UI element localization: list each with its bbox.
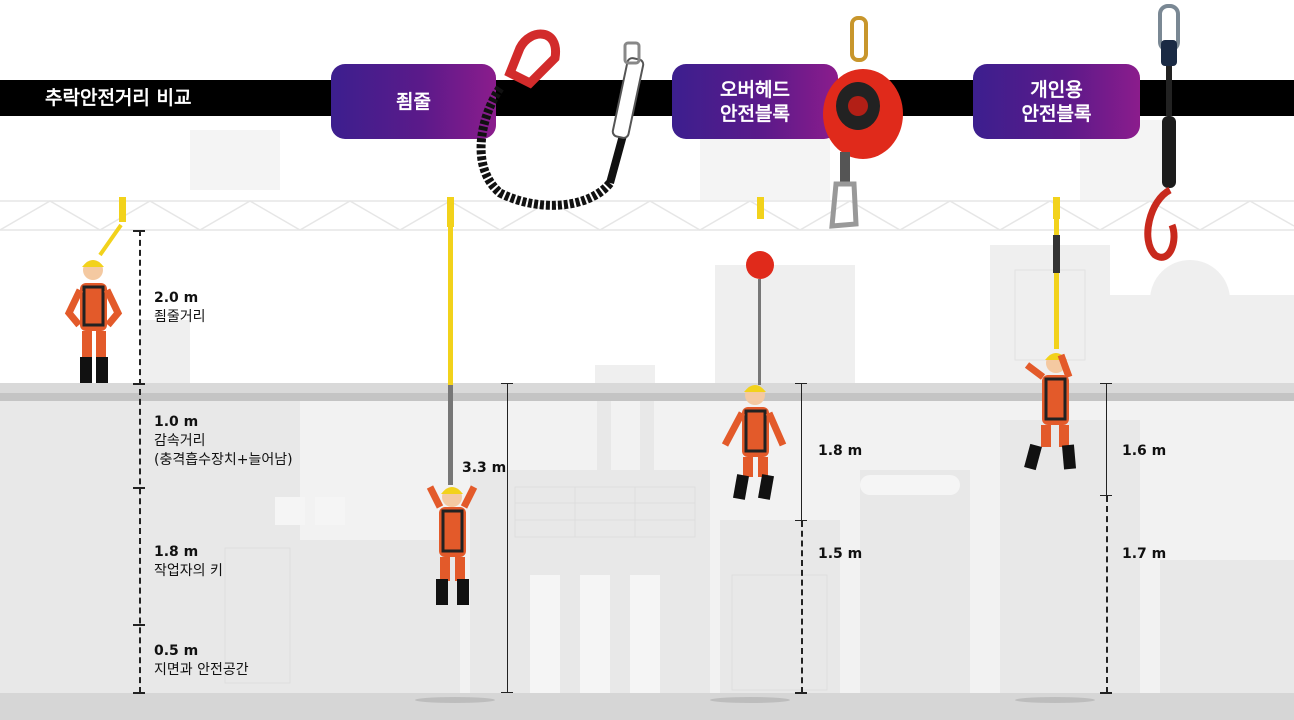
- tab-overhead-line1: 오버헤드: [720, 78, 790, 101]
- overhead-scale-tick: [795, 383, 807, 384]
- lanyard-scale-line: [507, 384, 508, 693]
- overhead-fall-scene: [721, 197, 787, 500]
- personal-clearance-value: 1.7 m: [1122, 546, 1167, 562]
- measure-value: 1.8 m: [154, 544, 199, 560]
- measure-label: 죔줄거리: [154, 309, 206, 325]
- overhead-scale-tick: [795, 692, 807, 694]
- tab-overhead-line2: 안전블록: [720, 102, 790, 125]
- tab-personal-line2: 안전블록: [1021, 102, 1092, 125]
- personal-fall-line: [1106, 384, 1107, 496]
- left-scale-line: [139, 230, 141, 693]
- measure-label-sub: (충격흡수장치+늘어남): [154, 452, 293, 468]
- measure-value: 0.5 m: [154, 643, 199, 659]
- measure-worker-height: 1.8 m 작업자의 키: [154, 543, 223, 581]
- tab-lanyard: 죔줄: [331, 64, 496, 139]
- measure-deceleration-distance: 1.0 m 감속거리 (충격흡수장치+늘어남): [154, 413, 293, 470]
- personal-scale-tick: [1100, 692, 1112, 694]
- tab-lanyard-line1: 죔줄: [396, 90, 431, 113]
- overhead-scale-tick: [795, 520, 807, 521]
- personal-fall-value: 1.6 m: [1122, 443, 1167, 459]
- personal-scale-tick: [1100, 383, 1112, 384]
- page-title: 추락안전거리 비교: [45, 87, 192, 109]
- measure-label: 지면과 안전공간: [154, 662, 249, 678]
- overhead-clearance-value: 1.5 m: [818, 546, 863, 562]
- lanyard-scale-tick: [501, 383, 513, 384]
- overhead-fall-line: [801, 384, 802, 521]
- personal-clearance-line: [1106, 496, 1108, 693]
- measure-label: 작업자의 키: [154, 563, 223, 579]
- lanyard-product-image: [476, 29, 645, 210]
- left-scale-tick: [133, 230, 145, 232]
- measure-label: 감속거리: [154, 433, 206, 449]
- measure-value: 1.0 m: [154, 414, 199, 430]
- personal-block-product-image: [1144, 4, 1180, 261]
- personal-scale-tick: [1100, 495, 1112, 496]
- tab-personal-line1: 개인용: [1030, 78, 1083, 101]
- overhead-clearance-line: [801, 521, 803, 693]
- lanyard-total-value: 3.3 m: [462, 460, 507, 476]
- overhead-block-product-image: [823, 16, 903, 229]
- measure-lanyard-distance: 2.0 m 죔줄거리: [154, 289, 206, 327]
- reference-worker: [64, 197, 126, 383]
- personal-fall-scene: [1024, 197, 1077, 471]
- left-scale-tick: [133, 487, 145, 489]
- lanyard-scale-tick: [501, 692, 513, 693]
- left-scale-tick: [133, 383, 145, 385]
- measure-value: 2.0 m: [154, 290, 199, 306]
- overhead-fall-value: 1.8 m: [818, 443, 863, 459]
- left-scale-tick: [133, 624, 145, 626]
- left-scale-tick: [133, 692, 145, 694]
- measure-ground-clearance: 0.5 m 지면과 안전공간: [154, 642, 249, 680]
- lanyard-fall-scene: [426, 197, 478, 605]
